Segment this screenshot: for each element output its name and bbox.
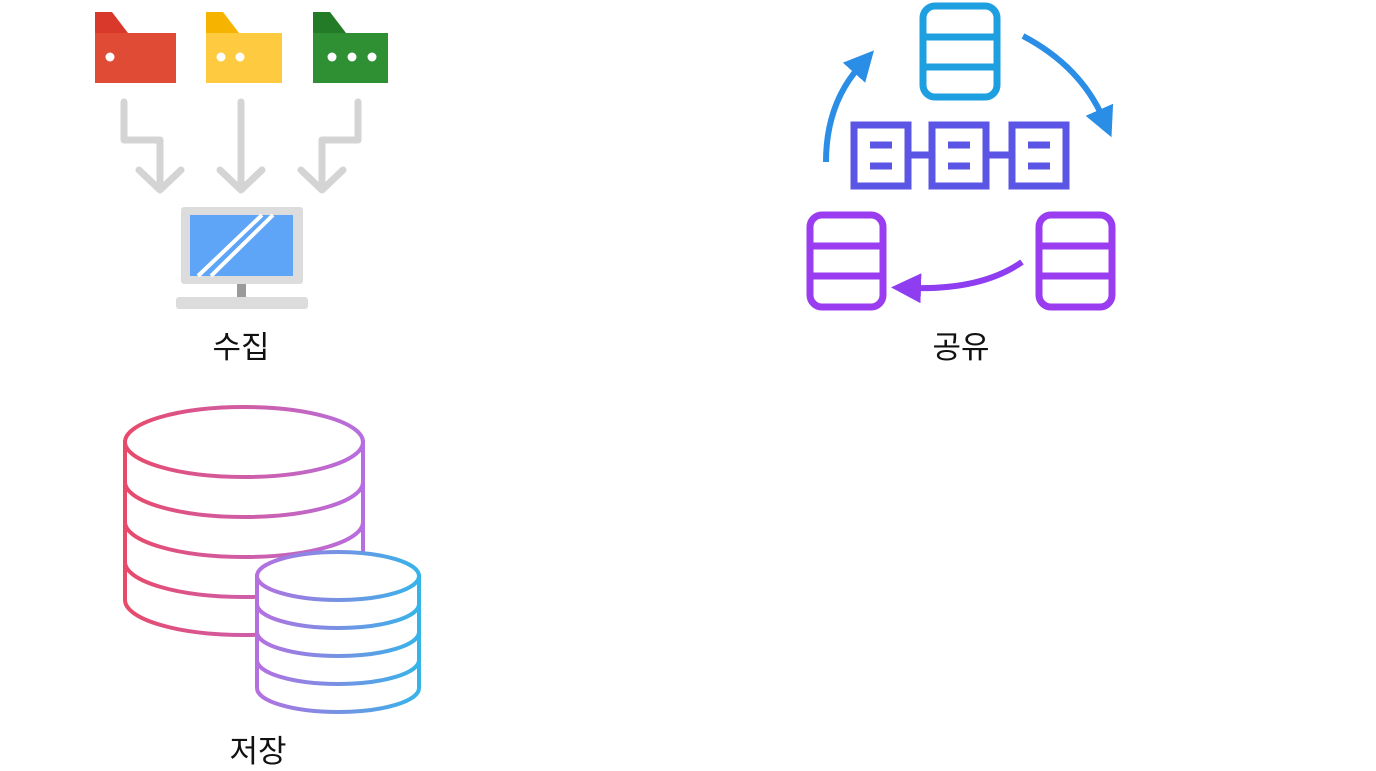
collect-panel: 수집 [0, 0, 420, 380]
store-panel: 저장 [0, 380, 480, 770]
arrow-down-icon [297, 98, 362, 194]
folder-icon [206, 12, 282, 83]
database-left-icon [806, 211, 887, 311]
cycle-arrow-icon [1021, 33, 1114, 138]
cycle-arrow-icon [891, 259, 1024, 304]
network-nodes-icon [850, 121, 1070, 190]
collect-illustration [95, 12, 388, 309]
share-panel: 공유 [760, 0, 1180, 380]
database-top-icon [919, 2, 1001, 101]
share-label: 공유 [932, 330, 990, 366]
arrow-down-icon [216, 98, 266, 194]
arrow-down-icon [120, 98, 185, 194]
store-illustration [123, 405, 421, 714]
collect-label: 수집 [212, 330, 270, 366]
database-right-icon [1035, 211, 1116, 311]
store-label: 저장 [229, 734, 287, 770]
cycle-arrow-icon [823, 50, 874, 163]
database-small-icon [255, 550, 421, 714]
folder-icon [313, 12, 388, 83]
monitor-icon [176, 207, 308, 309]
folder-icon [95, 12, 176, 83]
share-illustration [806, 2, 1116, 311]
